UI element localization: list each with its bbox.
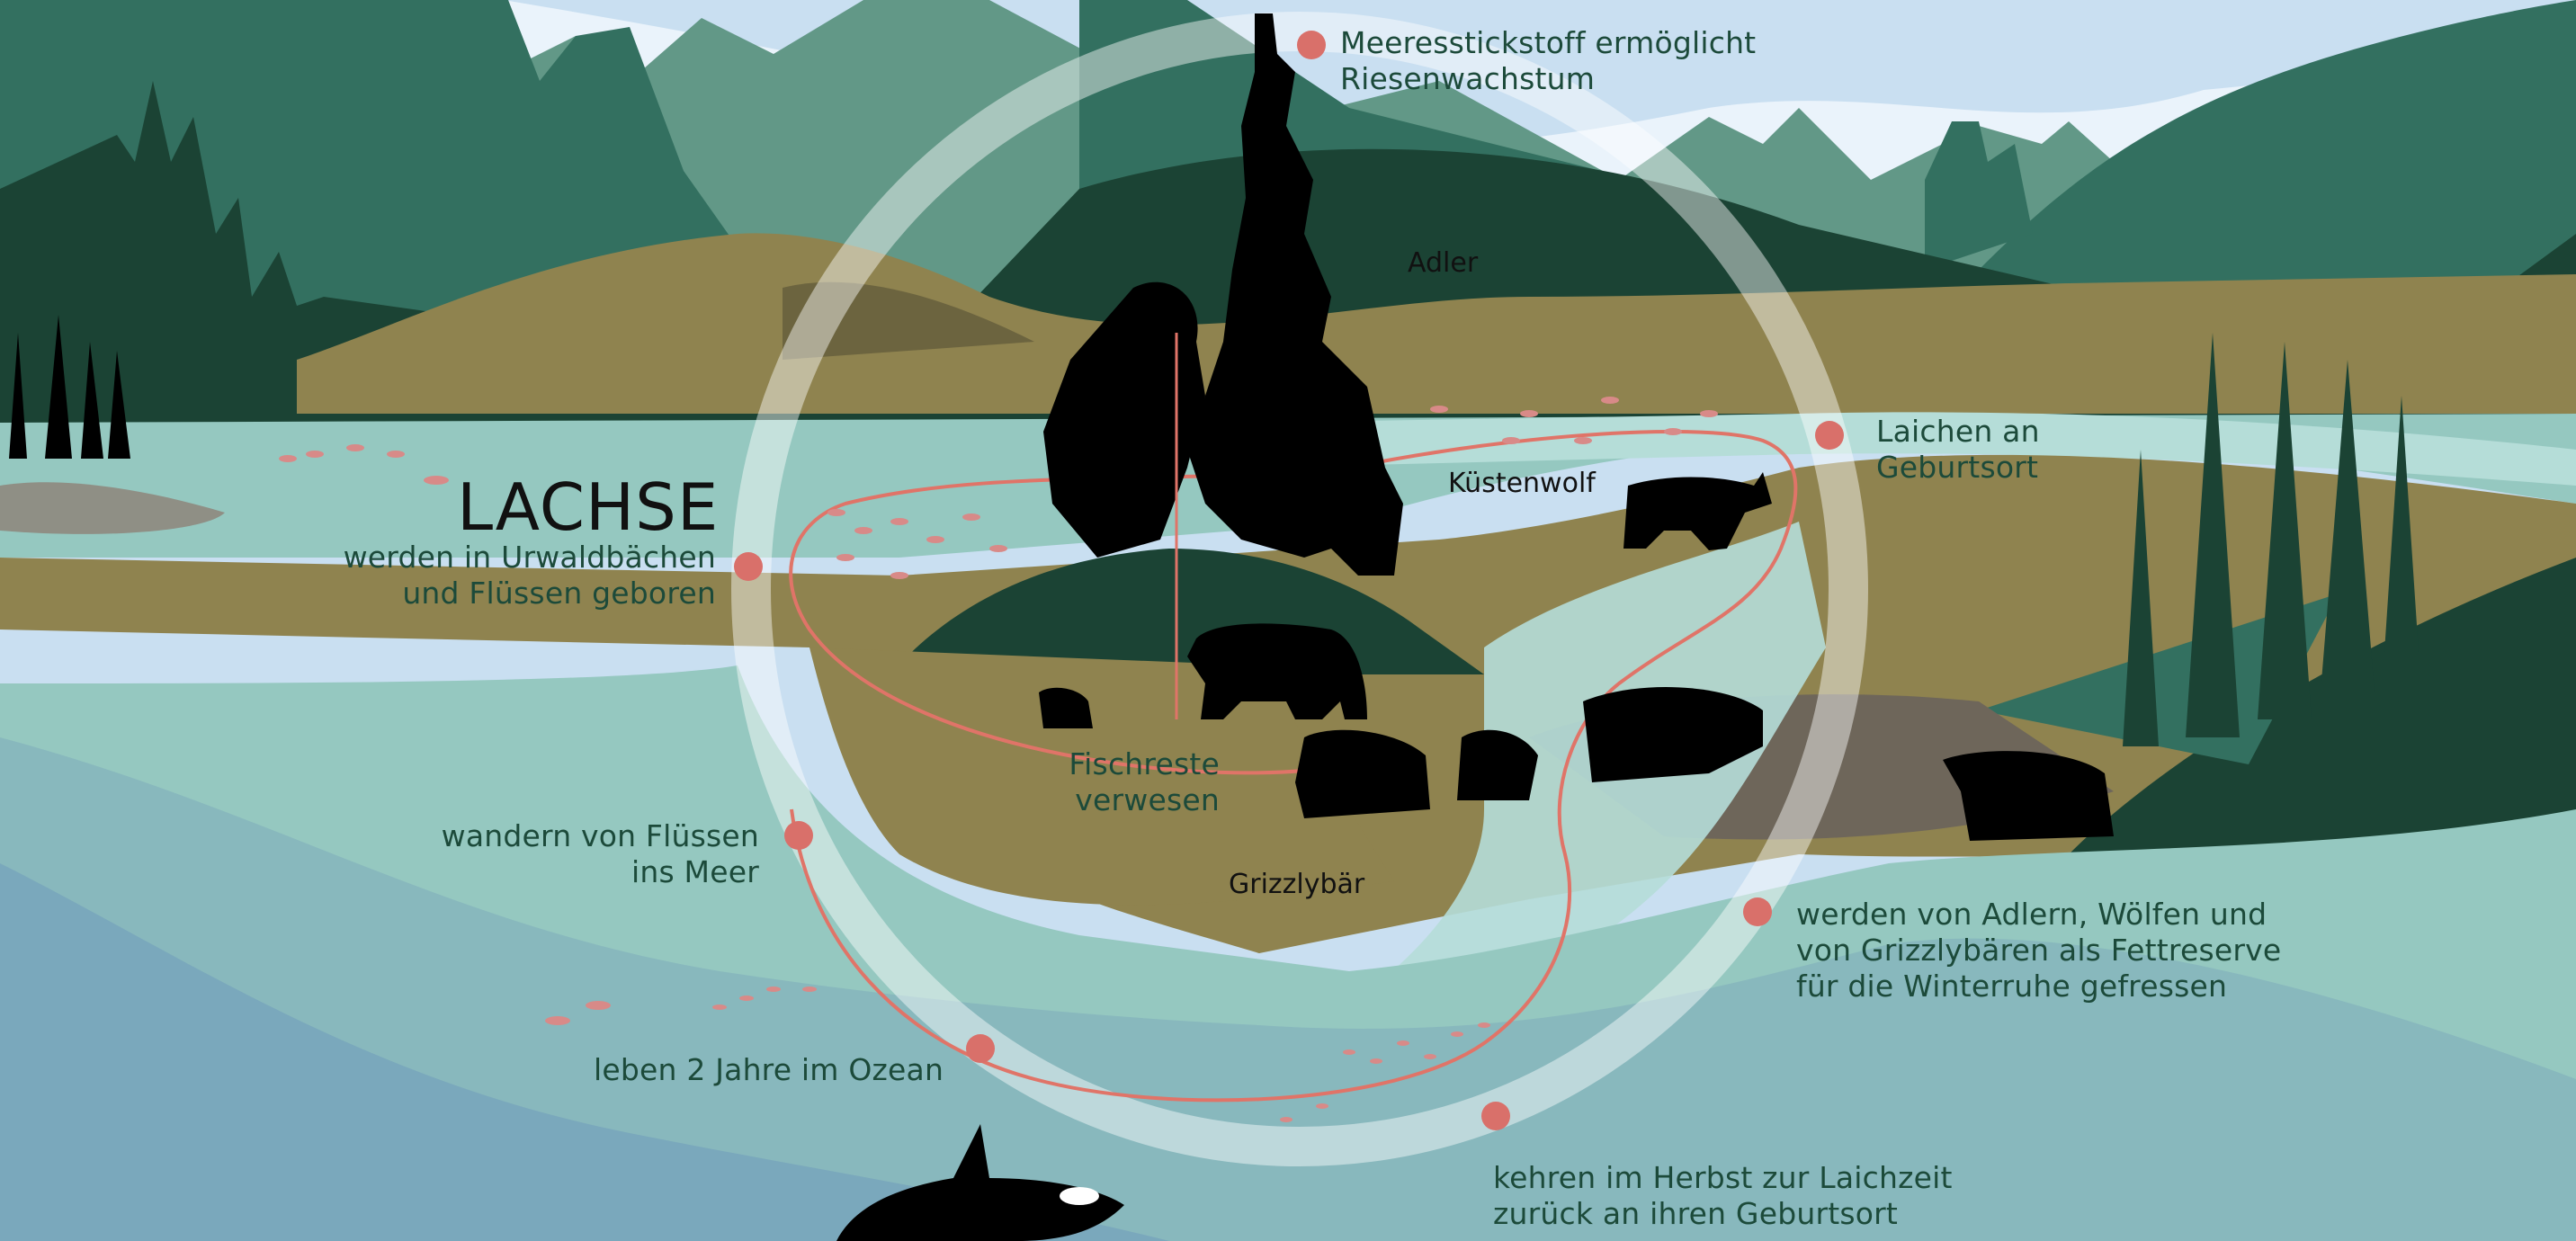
bear-silhouette <box>1187 623 1367 719</box>
eagle-label: Adler <box>1408 247 1479 279</box>
stage-return-label: kehren im Herbst zur Laichzeit zurück an… <box>1493 1160 1953 1232</box>
orca-silhouette <box>836 1124 1124 1241</box>
stage-nitrogen-line-1: Meeresstickstoff ermöglicht <box>1340 25 1757 60</box>
stage-migrate-label: wandern von Flüssen ins Meer <box>442 818 759 890</box>
stage-eaten-line-3: für die Winterruhe gefressen <box>1796 969 2228 1004</box>
ocean-deep <box>0 863 1169 1241</box>
stage-born-line-2: und Flüssen geboren <box>402 576 716 611</box>
river <box>1259 522 1826 1079</box>
decay-line-2: verwesen <box>1075 782 1220 817</box>
stage-born-marker <box>734 552 763 581</box>
wolf-silhouette <box>1623 472 1772 550</box>
stage-spawn-label: Laichen an Geburtsort <box>1876 414 2040 486</box>
stage-eaten-line-1: werden von Adlern, Wölfen und <box>1796 897 2267 932</box>
stage-eaten-marker <box>1743 897 1772 926</box>
wolf-label: Küstenwolf <box>1448 468 1596 499</box>
right-forest <box>2123 333 2419 746</box>
stage-nitrogen-label: Meeresstickstoff ermöglicht Riesenwachst… <box>1340 25 1756 97</box>
stage-nitrogen-line-2: Riesenwachstum <box>1340 61 1596 96</box>
stage-return-marker <box>1481 1102 1510 1130</box>
stage-nitrogen-marker <box>1297 31 1326 59</box>
stage-return-line-1: kehren im Herbst zur Laichzeit <box>1493 1160 1953 1195</box>
stage-spawn-line-2: Geburtsort <box>1876 450 2039 485</box>
migration-path <box>789 430 1798 1103</box>
island <box>0 482 225 534</box>
salmon-school <box>279 397 1718 1122</box>
lifecycle-ring <box>731 12 1868 1166</box>
stage-eaten-line-2: von Grizzlybären als Fettreserve <box>1796 933 2282 968</box>
bear-label: Grizzlybär <box>1229 869 1365 900</box>
diagram-title: LACHSE <box>457 469 720 545</box>
stage-return-line-2: zurück an ihren Geburtsort <box>1493 1196 1899 1231</box>
stage-migrate-line-2: ins Meer <box>631 854 759 889</box>
stage-ocean-line-1: leben 2 Jahre im Ozean <box>594 1052 944 1087</box>
stage-ocean-marker <box>966 1034 995 1063</box>
land-upper <box>297 233 2576 414</box>
stage-eaten-label: werden von Adlern, Wölfen und von Grizzl… <box>1796 897 2281 1004</box>
ocean <box>0 737 2576 1241</box>
stage-spawn-marker <box>1815 421 1844 450</box>
island-trees <box>9 315 130 459</box>
giant-tree <box>1187 13 1403 576</box>
stage-migrate-marker <box>784 821 813 850</box>
decay-line-1: Fischreste <box>1069 746 1220 781</box>
stage-born-line-1: werden in Urwaldbächen <box>343 540 716 575</box>
stage-ocean-label: leben 2 Jahre im Ozean <box>594 1052 944 1088</box>
stage-spawn-line-1: Laichen an <box>1876 414 2040 449</box>
decay-annotation: Fischreste verwesen <box>1069 746 1220 818</box>
stage-migrate-line-1: wandern von Flüssen <box>441 818 759 853</box>
stage-born-label: werden in Urwaldbächen und Flüssen gebor… <box>344 540 716 612</box>
